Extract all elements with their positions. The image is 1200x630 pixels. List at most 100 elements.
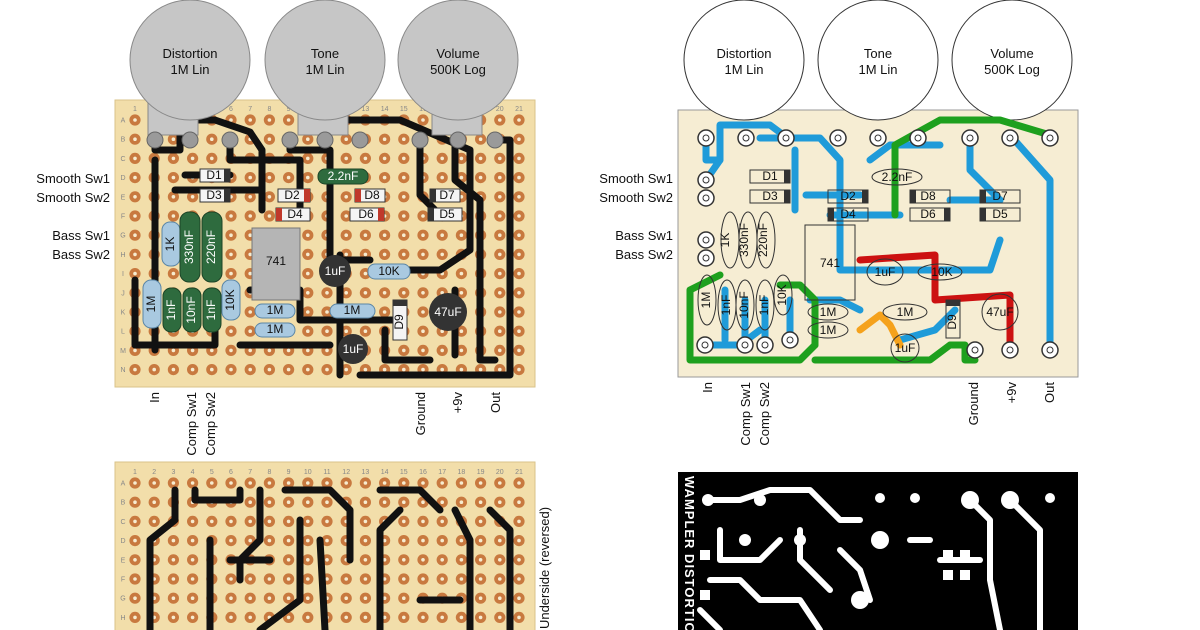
stripboard-hole	[517, 500, 521, 505]
stripboard-hole	[248, 175, 252, 180]
stripboard-hole	[286, 481, 291, 485]
stripboard-hole	[210, 348, 214, 353]
label-330n: 330nF	[182, 230, 196, 264]
stripboard-hole	[267, 348, 272, 353]
row-letter: L	[121, 329, 125, 336]
stripboard-hole	[248, 118, 252, 122]
pcb-pad-hole	[1046, 346, 1054, 354]
stripboard-hole	[286, 348, 291, 353]
stripboard-hole	[440, 367, 445, 372]
column-number: 6	[229, 106, 233, 113]
pcb-pot-distortion: Distortion 1M Lin	[683, 0, 805, 121]
label-2n2: 2.2nF	[328, 169, 359, 183]
component-d6: D6	[349, 207, 385, 222]
stripboard-hole	[382, 367, 387, 372]
pcb-etch-title: WAMPLER DISTORTION +	[682, 476, 697, 630]
stripboard-hole	[133, 615, 137, 620]
stripboard-hole	[325, 348, 329, 353]
pot-tone-name: Tone	[311, 46, 339, 61]
pcb-label-1m-d: 1M	[897, 305, 914, 319]
pcb-pad-hole	[1006, 134, 1014, 142]
stripboard-hole	[344, 577, 349, 581]
stripboard-hole	[382, 291, 387, 295]
label-d4: D4	[287, 207, 303, 221]
pcb-pad-hole	[874, 134, 882, 142]
stripboard-hole	[306, 233, 310, 237]
stripboard-hole	[363, 481, 368, 485]
stripboard-hole	[229, 271, 233, 276]
component-741: 741	[251, 227, 301, 301]
stripboard-hole	[440, 175, 445, 180]
component-d3: D3	[199, 188, 231, 203]
stripboard-hole	[286, 596, 291, 600]
stripboard-hole	[498, 175, 502, 180]
stripboard-hole	[421, 118, 425, 122]
pot-distortion-value: 1M Lin	[170, 62, 209, 77]
stripboard-hole	[171, 271, 176, 276]
stripboard-hole	[402, 175, 406, 180]
stripboard-hole	[248, 538, 252, 543]
stripboard-hole	[402, 596, 406, 600]
stripboard-hole	[171, 481, 176, 485]
stripboard-hole	[229, 329, 233, 334]
label-d2: D2	[284, 188, 300, 202]
stripboard-hole	[517, 175, 521, 180]
stripboard-hole	[133, 500, 137, 505]
pcb-pot-tone-name: Tone	[864, 46, 892, 61]
pcb-label-1nf-b: 1nF	[757, 295, 771, 316]
stripboard-hole	[325, 538, 329, 543]
row-letter: N	[120, 367, 125, 374]
stripboard-hole	[421, 233, 425, 237]
column-number: 9	[287, 106, 291, 113]
stripboard-hole	[248, 577, 252, 581]
stripboard-hole	[363, 367, 368, 372]
label-smooth-sw2: Smooth Sw2	[36, 190, 110, 205]
stripboard-hole	[363, 329, 368, 334]
label-bass-sw2: Bass Sw2	[52, 247, 110, 262]
column-number: 16	[419, 469, 427, 476]
stripboard-hole	[286, 118, 291, 122]
stripboard-hole	[498, 596, 502, 600]
stripboard-hole	[306, 577, 310, 581]
pcb-label-1m-b: 1M	[820, 305, 837, 319]
component-1uf-b: 1uF	[338, 334, 368, 364]
stripboard-hole	[344, 156, 349, 161]
stripboard-hole	[171, 137, 176, 141]
stripboard-hole	[498, 252, 502, 257]
row-letter: K	[121, 310, 126, 317]
stripboard-hole	[267, 137, 272, 141]
pcb-label-in: In	[700, 382, 715, 393]
stripboard-hole	[363, 291, 368, 295]
pcb-label-2n2: 2.2nF	[882, 170, 913, 184]
stripboard-hole	[344, 137, 349, 141]
stripboard-hole	[248, 500, 252, 505]
component-1m-res-c: 1M	[254, 322, 296, 338]
stripboard-hole	[498, 271, 502, 276]
row-letter: E	[121, 557, 126, 564]
pcb-pad-hole	[742, 134, 750, 142]
label-1nf-b: 1nF	[204, 300, 218, 321]
column-number: 3	[171, 469, 175, 476]
stripboard-hole	[402, 615, 406, 620]
row-letter: D	[120, 175, 125, 182]
stripboard-hole	[421, 615, 425, 620]
stripboard-hole	[229, 252, 233, 257]
stripboard-hole	[133, 137, 137, 141]
stripboard-hole	[171, 195, 176, 199]
stripboard-hole	[248, 367, 252, 372]
stripboard-hole	[363, 271, 368, 276]
stripboard-hole	[229, 214, 233, 218]
label-1m-a: 1M	[144, 296, 158, 313]
stripboard-hole	[478, 519, 483, 524]
stripboard-hole	[517, 596, 521, 600]
label-1m-c: 1M	[267, 322, 284, 336]
row-letter: F	[121, 214, 125, 221]
stripboard-hole	[402, 367, 406, 372]
stripboard-hole	[229, 538, 233, 543]
stripboard-hole	[363, 577, 368, 581]
stripboard-hole	[517, 519, 521, 524]
pot-distortion-name: Distortion	[163, 46, 218, 61]
stripboard-hole	[133, 577, 137, 581]
column-number: 20	[496, 106, 504, 113]
stripboard-hole	[133, 271, 137, 276]
